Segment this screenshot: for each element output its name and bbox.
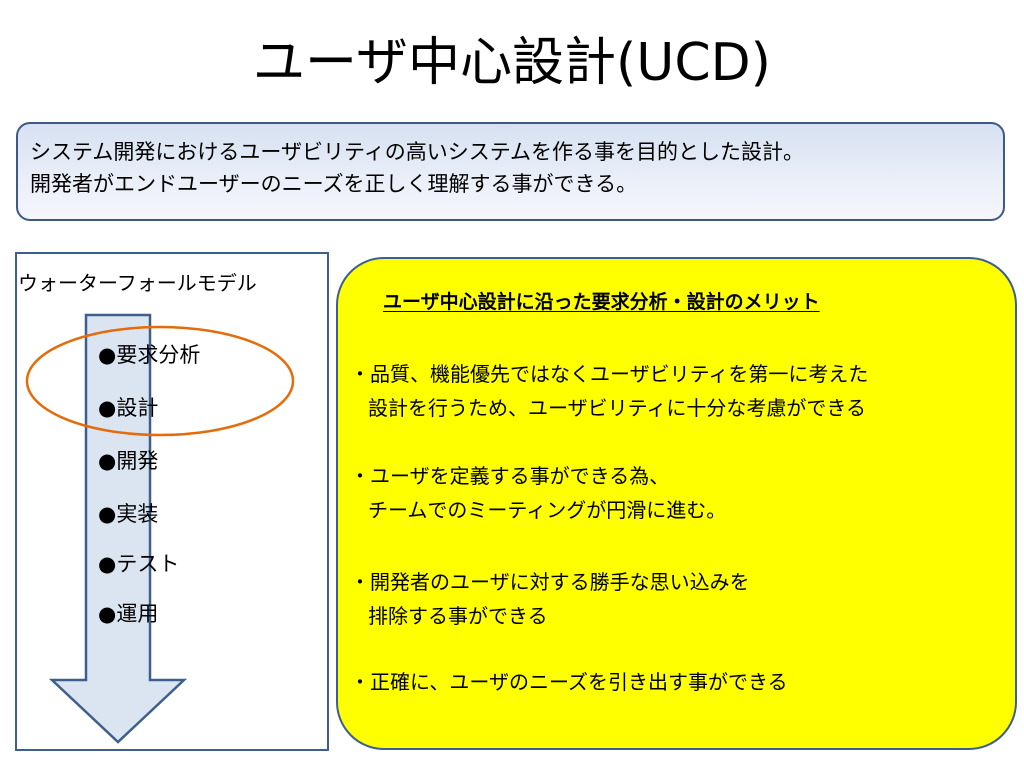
merits-panel xyxy=(336,257,1017,750)
merit-item: ・開発者のユーザに対する勝手な思い込みを 排除する事ができる xyxy=(350,565,750,633)
step-test: ●テスト xyxy=(98,552,180,576)
step-design: ●設計 xyxy=(98,396,159,420)
slide-title: ユーザ中心設計(UCD) xyxy=(253,33,771,93)
merits-heading: ユーザ中心設計に沿った要求分析・設計のメリット xyxy=(383,291,820,313)
step-requirements-analysis: ●要求分析 xyxy=(98,343,201,367)
intro-box: システム開発におけるユーザビリティの高いシステムを作る事を目的とした設計。 開発… xyxy=(16,122,1005,221)
intro-line-2: 開発者がエンドユーザーのニーズを正しく理解する事ができる。 xyxy=(30,172,638,196)
merit-item-line-2: チームでのミーティングが円滑に進む。 xyxy=(368,498,727,522)
merit-item-line-2: 設計を行うため、ユーザビリティに十分な考慮ができる xyxy=(368,396,866,420)
intro-line-1: システム開発におけるユーザビリティの高いシステムを作る事を目的とした設計。 xyxy=(30,140,805,164)
merit-item: ・正確に、ユーザのニーズを引き出す事ができる xyxy=(350,665,788,699)
merit-item-line-1: ・開発者のユーザに対する勝手な思い込みを xyxy=(350,570,750,594)
merit-item-line-2: 排除する事ができる xyxy=(368,604,548,628)
step-development: ●開発 xyxy=(98,449,159,473)
merit-item: ・品質、機能優先ではなくユーザビリティを第一に考えた 設計を行うため、ユーザビリ… xyxy=(350,357,868,425)
waterfall-panel xyxy=(15,252,329,751)
merit-item: ・ユーザを定義する事ができる為、 チームでのミーティングが円滑に進む。 xyxy=(350,459,726,527)
merit-item-line-1: ・正確に、ユーザのニーズを引き出す事ができる xyxy=(350,670,788,694)
step-implementation: ●実装 xyxy=(98,502,159,526)
merit-item-line-1: ・品質、機能優先ではなくユーザビリティを第一に考えた xyxy=(350,362,869,386)
step-operation: ●運用 xyxy=(98,602,159,626)
merit-item-line-1: ・ユーザを定義する事ができる為、 xyxy=(350,464,670,488)
waterfall-title: ウォーターフォールモデル xyxy=(18,271,257,295)
